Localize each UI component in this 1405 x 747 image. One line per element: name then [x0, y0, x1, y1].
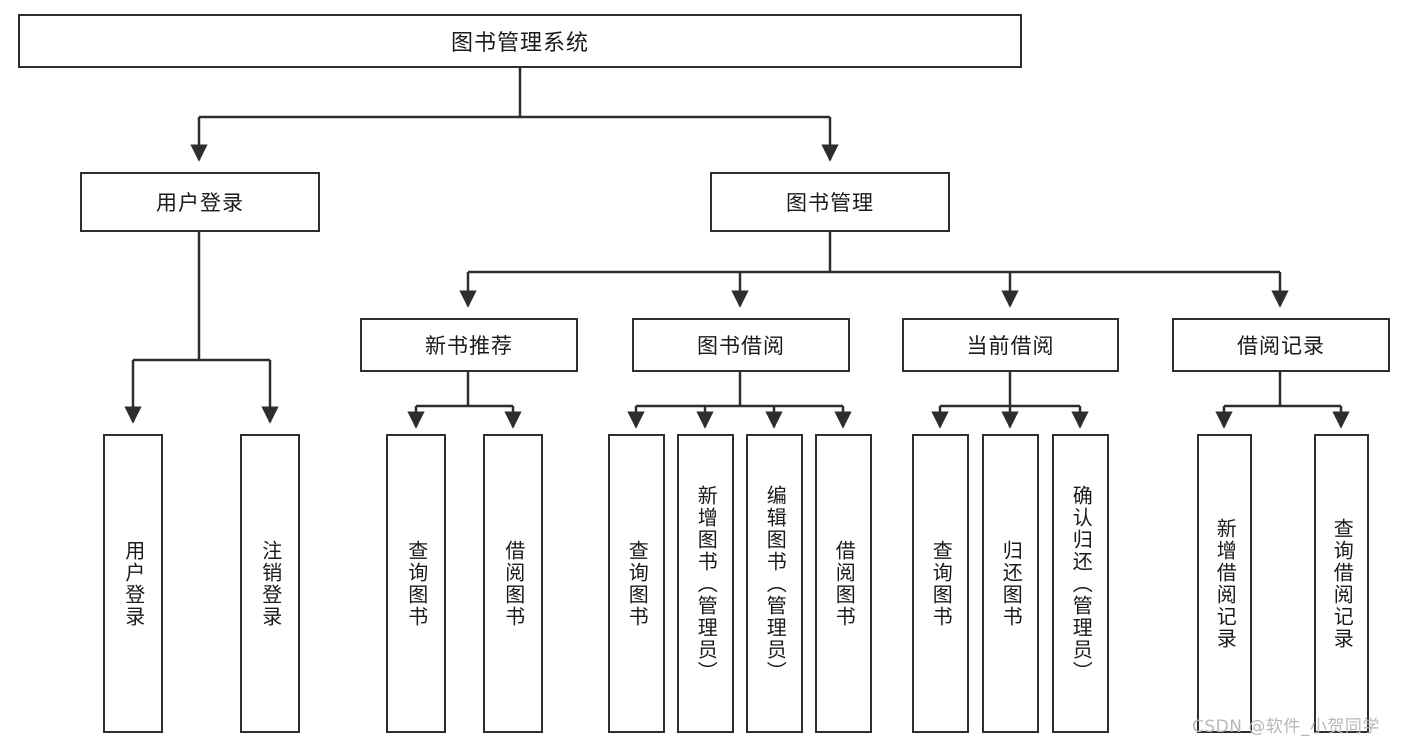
node-label: 新增图书（管理员）: [694, 484, 719, 683]
node-label: 新增借阅记录: [1213, 517, 1238, 650]
node-label: 查询借阅记录: [1330, 517, 1355, 650]
node-label: 借阅图书: [832, 539, 857, 628]
leaf-user-login-login[interactable]: 用户登录: [103, 434, 163, 733]
node-label: 查询图书: [929, 539, 954, 628]
leaf-current-borrow-confirm-return-admin[interactable]: 确认归还（管理员）: [1052, 434, 1109, 733]
leaf-current-borrow-query-book[interactable]: 查询图书: [912, 434, 969, 733]
node-current-borrow[interactable]: 当前借阅: [902, 318, 1119, 372]
node-borrow-record[interactable]: 借阅记录: [1172, 318, 1390, 372]
node-label: 图书管理系统: [450, 31, 589, 56]
leaf-book-borrow-borrow-book[interactable]: 借阅图书: [815, 434, 872, 733]
node-label: 新书推荐: [425, 334, 513, 358]
node-label: 确认归还（管理员）: [1069, 484, 1094, 683]
node-label: 注销登录: [258, 539, 283, 628]
leaf-book-borrow-edit-book-admin[interactable]: 编辑图书（管理员）: [746, 434, 803, 733]
node-label: 查询图书: [404, 539, 429, 628]
node-label: 用户登录: [121, 539, 146, 628]
node-book-borrow[interactable]: 图书借阅: [632, 318, 850, 372]
node-label: 当前借阅: [966, 334, 1055, 358]
leaf-new-book-borrow-book[interactable]: 借阅图书: [483, 434, 543, 733]
node-label: 用户登录: [156, 191, 244, 215]
node-user-login[interactable]: 用户登录: [80, 172, 320, 232]
node-label: 借阅记录: [1237, 334, 1325, 358]
leaf-book-borrow-add-book-admin[interactable]: 新增图书（管理员）: [677, 434, 734, 733]
node-book-management[interactable]: 图书管理: [710, 172, 950, 232]
node-label: 归还图书: [999, 539, 1024, 628]
node-label: 图书借阅: [697, 334, 785, 358]
node-label: 图书管理: [786, 191, 874, 215]
leaf-new-book-query-book[interactable]: 查询图书: [386, 434, 446, 733]
node-label: 查询图书: [625, 539, 650, 628]
node-root-book-management-system[interactable]: 图书管理系统: [18, 14, 1022, 68]
node-new-book-recommend[interactable]: 新书推荐: [360, 318, 578, 372]
leaf-book-borrow-query-book[interactable]: 查询图书: [608, 434, 665, 733]
node-label: 借阅图书: [501, 539, 526, 628]
node-label: 编辑图书（管理员）: [763, 484, 788, 683]
leaf-borrow-record-add-record[interactable]: 新增借阅记录: [1197, 434, 1252, 733]
leaf-current-borrow-return-book[interactable]: 归还图书: [982, 434, 1039, 733]
csdn-watermark: CSDN @软件_小贺同学: [1192, 717, 1380, 737]
leaf-borrow-record-query-record[interactable]: 查询借阅记录: [1314, 434, 1369, 733]
leaf-user-login-logout[interactable]: 注销登录: [240, 434, 300, 733]
